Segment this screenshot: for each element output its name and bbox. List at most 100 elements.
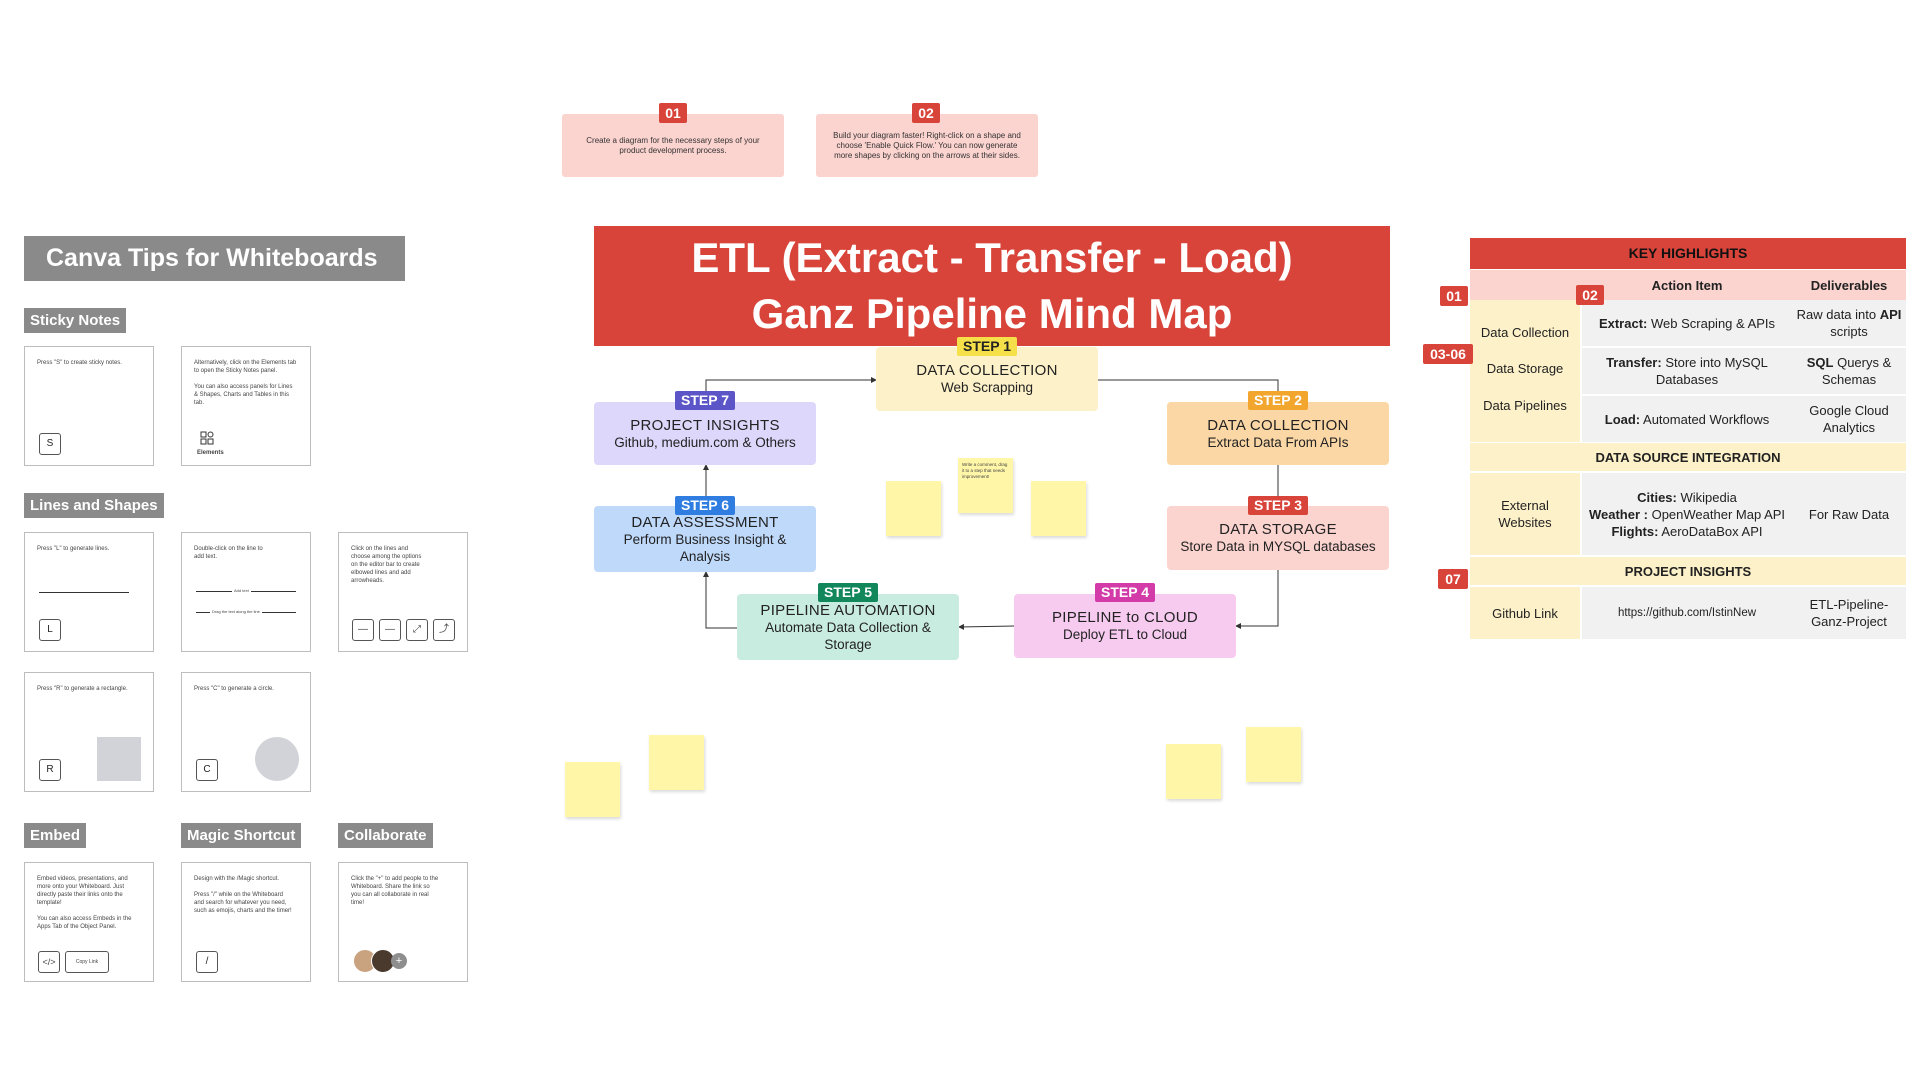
sticky-note-comment[interactable]: Write a comment, drag it to a step that … bbox=[958, 458, 1013, 513]
step-7-node[interactable]: PROJECT INSIGHTS Github, medium.com & Ot… bbox=[594, 402, 816, 465]
row1-action-label: Extract: bbox=[1598, 315, 1648, 331]
step-5-node[interactable]: PIPELINE AUTOMATION Automate Data Collec… bbox=[737, 594, 959, 660]
lines-card-3-text: Click on the lines and choose among the … bbox=[351, 546, 422, 584]
step-6-subtitle: Perform Business Insight & Analysis bbox=[623, 531, 787, 564]
step-4-node[interactable]: PIPELINE to CLOUD Deploy ETL to Cloud bbox=[1014, 594, 1236, 658]
sticky-card-1-text: Press "S" to create sticky notes. bbox=[37, 360, 122, 366]
row1-deliverable: Raw data into API scripts bbox=[1792, 300, 1906, 346]
table-row bbox=[1582, 348, 1906, 394]
row2-action-label: Transfer: bbox=[1606, 355, 1662, 370]
row3-action-label: Load: bbox=[1604, 411, 1641, 427]
step-1-node[interactable]: DATA COLLECTION Web Scrapping bbox=[876, 347, 1098, 411]
step-1-badge: STEP 1 bbox=[957, 337, 1017, 356]
dsi-flights: AeroDataBox API bbox=[1658, 523, 1763, 539]
step-3-title: DATA STORAGE bbox=[1219, 521, 1337, 538]
step-7-badge: STEP 7 bbox=[675, 391, 735, 410]
elbow-line-icon[interactable]: ⤴ bbox=[433, 619, 455, 641]
step-6-badge: STEP 6 bbox=[675, 496, 735, 515]
step-4-badge: STEP 4 bbox=[1095, 583, 1155, 602]
tip-note-2[interactable]: Build your diagram faster! Right-click o… bbox=[816, 114, 1038, 177]
left-col-data-collection: Data Collection bbox=[1480, 324, 1570, 340]
collab-card[interactable]: Click the "+" to add people to the White… bbox=[338, 862, 468, 982]
dsi-deliverable: For Raw Data bbox=[1808, 506, 1890, 522]
elements-icon bbox=[200, 431, 214, 445]
sticky-note[interactable] bbox=[886, 481, 941, 536]
row3-action-text: Automated Workflows bbox=[1640, 411, 1770, 427]
sticky-card-2[interactable]: Alternatively, click on the Elements tab… bbox=[181, 346, 311, 466]
sticky-card-1[interactable]: Press "S" to create sticky notes. S bbox=[24, 346, 154, 466]
pi-left: Github Link bbox=[1492, 605, 1558, 621]
connector-5-6 bbox=[703, 571, 737, 629]
sticky-note[interactable] bbox=[1031, 481, 1086, 536]
row1-action: Extract: Web Scraping & APIs bbox=[1582, 300, 1792, 346]
sticky-note[interactable] bbox=[565, 762, 620, 817]
row2-deliv-text: Querys & Schemas bbox=[1821, 355, 1892, 387]
lines-shapes-label: Lines and Shapes bbox=[24, 493, 164, 518]
row2-action-text: Store into MySQL Databases bbox=[1655, 355, 1768, 387]
straight-line-icon[interactable]: — bbox=[352, 619, 374, 641]
step-2-node[interactable]: DATA COLLECTION Extract Data From APIs bbox=[1167, 402, 1389, 465]
dsi-cities: Wikipedia bbox=[1676, 489, 1737, 505]
row2-deliverable: SQL Querys & Schemas bbox=[1792, 348, 1906, 394]
lines-card-1-text: Press "L" to generate lines. bbox=[37, 546, 110, 552]
table-badge-07: 07 bbox=[1438, 569, 1468, 589]
dsi-header-row: DATA SOURCE INTEGRATION bbox=[1470, 443, 1906, 471]
line-text-1: Add text bbox=[232, 587, 251, 595]
step-4-subtitle: Deploy ETL to Cloud bbox=[1062, 627, 1188, 642]
table-title: KEY HIGHLIGHTS bbox=[1628, 245, 1748, 261]
embed-card-text: Embed videos, presentations, and more on… bbox=[37, 876, 132, 930]
dsi-sources: Cities: Wikipedia Weather : OpenWeather … bbox=[1582, 473, 1792, 555]
step-1-title: DATA COLLECTION bbox=[916, 362, 1058, 379]
tip-note-1[interactable]: Create a diagram for the necessary steps… bbox=[562, 114, 784, 177]
step-5-subtitle: Automate Data Collection & Storage bbox=[765, 619, 931, 652]
circle-card[interactable]: Press "C" to generate a circle. C bbox=[181, 672, 311, 792]
magic-card-text: Design with the /Magic shortcut. Press "… bbox=[194, 876, 292, 914]
step-6-title: DATA ASSESSMENT bbox=[631, 513, 779, 531]
step-3-node[interactable]: DATA STORAGE Store Data in MYSQL databas… bbox=[1167, 506, 1389, 570]
step-5-title: PIPELINE AUTOMATION bbox=[760, 601, 936, 619]
copy-link-button[interactable]: Copy Link bbox=[65, 951, 109, 973]
dsi-left: External Websites bbox=[1498, 498, 1552, 530]
left-col-data-storage: Data Storage bbox=[1486, 360, 1564, 376]
pi-link[interactable]: https://github.com/IstinNew bbox=[1617, 606, 1757, 619]
connector-3-4 bbox=[1235, 570, 1279, 629]
table-header-row: Action Item Deliverables bbox=[1470, 270, 1906, 300]
rect-card[interactable]: Press "R" to generate a rectangle. R bbox=[24, 672, 154, 792]
code-icon[interactable]: </> bbox=[38, 951, 60, 973]
add-person-icon[interactable]: + bbox=[391, 953, 407, 969]
key-l: L bbox=[39, 619, 61, 641]
step-6-node[interactable]: DATA ASSESSMENT Perform Business Insight… bbox=[594, 506, 816, 572]
embed-label: Embed bbox=[24, 823, 87, 848]
step-2-badge: STEP 2 bbox=[1248, 391, 1308, 410]
sticky-note[interactable] bbox=[1246, 727, 1301, 782]
magic-card[interactable]: Design with the /Magic shortcut. Press "… bbox=[181, 862, 311, 982]
circle-shape bbox=[255, 737, 299, 781]
line-text-2: Drag the text along the line bbox=[210, 608, 262, 616]
left-col-data-pipelines: Data Pipelines bbox=[1483, 397, 1567, 413]
line-style-icon[interactable]: — bbox=[379, 619, 401, 641]
step-7-title: PROJECT INSIGHTS bbox=[630, 416, 780, 434]
dsi-body-bg bbox=[1582, 473, 1906, 555]
lines-card-2-text: Double-click on the line to add text. bbox=[194, 546, 263, 560]
step-3-badge: STEP 3 bbox=[1248, 496, 1308, 515]
sticky-card-2-text: Alternatively, click on the Elements tab… bbox=[194, 360, 297, 406]
row3-deliverable: Google Cloud Analytics bbox=[1809, 403, 1889, 435]
table-badge-03-06: 03-06 bbox=[1423, 344, 1473, 364]
pi-header-row: PROJECT INSIGHTS bbox=[1470, 557, 1906, 585]
pi-body-bg bbox=[1582, 587, 1906, 639]
arrow-diagonal-icon[interactable]: ⤢ bbox=[406, 619, 428, 641]
tip-note-1-text: Create a diagram for the necessary steps… bbox=[586, 135, 760, 155]
embed-card[interactable]: Embed videos, presentations, and more on… bbox=[24, 862, 154, 982]
sticky-note[interactable] bbox=[649, 735, 704, 790]
table-badge-01: 01 bbox=[1440, 286, 1468, 306]
table-row bbox=[1582, 300, 1906, 346]
circle-card-text: Press "C" to generate a circle. bbox=[194, 686, 274, 692]
step-3-subtitle: Store Data in MYSQL databases bbox=[1180, 539, 1376, 554]
row2-deliv-bold: SQL bbox=[1806, 355, 1834, 370]
sticky-note[interactable] bbox=[1166, 744, 1221, 799]
lines-card-1[interactable]: Press "L" to generate lines. L bbox=[24, 532, 154, 652]
pi-left-bg bbox=[1470, 587, 1580, 639]
lines-card-2[interactable]: Double-click on the line to add text. Ad… bbox=[181, 532, 311, 652]
lines-card-3[interactable]: Click on the lines and choose among the … bbox=[338, 532, 468, 652]
step-2-subtitle: Extract Data From APIs bbox=[1207, 434, 1349, 450]
